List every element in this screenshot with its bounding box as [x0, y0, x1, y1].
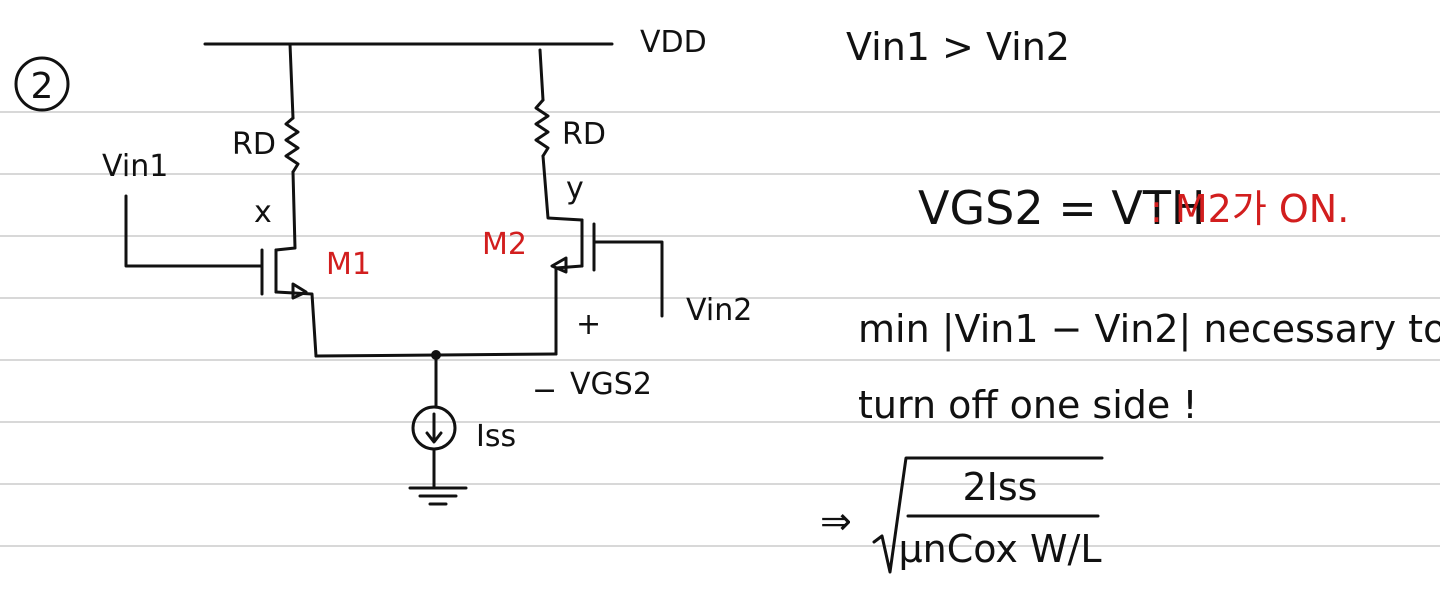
node-x-label: x — [254, 195, 272, 230]
iss-label: Iss — [476, 419, 516, 454]
fraction-denominator: μnCox W/L — [899, 527, 1102, 571]
resistor-right — [534, 98, 550, 158]
node-y-label: y — [566, 171, 584, 206]
m1-source-wire — [274, 290, 318, 358]
vgs-minus-sign: − — [532, 373, 557, 408]
right-drain-wire — [541, 154, 584, 222]
note-line-2: turn off one side ! — [858, 383, 1198, 427]
note-line-1: min |Vin1 − Vin2| necessary to — [858, 307, 1440, 352]
left-supply-wire — [288, 42, 295, 120]
vin1-gate-wire — [124, 194, 264, 268]
implies-arrow: ⇒ — [820, 499, 852, 543]
sqrt-sign — [872, 456, 1104, 574]
vgs-comment: : M2가 ON. — [1150, 187, 1349, 231]
current-source-arrow-head — [425, 431, 443, 444]
m1-label: M1 — [326, 247, 371, 282]
vin2-gate-wire — [592, 240, 664, 318]
problem-number-circle — [14, 56, 70, 112]
vin1-label: Vin1 — [102, 149, 168, 184]
vgs2-label: VGS2 — [570, 367, 652, 402]
ruled-lines — [0, 111, 1440, 547]
problem-number: 2 — [31, 66, 54, 107]
vin2-label: Vin2 — [686, 293, 752, 328]
vgs-equation: VGS2 = VTH — [918, 181, 1206, 235]
rd-right-label: RD — [562, 117, 606, 152]
left-drain-wire — [274, 170, 297, 252]
rd-left-label: RD — [232, 127, 276, 162]
right-supply-wire — [538, 48, 545, 102]
m2-source-arrow — [550, 256, 568, 274]
vgs-plus-sign: + — [576, 307, 601, 342]
vdd-label: VDD — [640, 25, 707, 60]
resistor-left — [284, 116, 300, 174]
m2-label: M2 — [482, 227, 527, 262]
fraction-numerator: 2Iss — [963, 465, 1038, 509]
condition-note: Vin1 > Vin2 — [846, 25, 1070, 69]
m1-source-arrow — [291, 282, 308, 300]
differential-pair-circuit — [124, 42, 664, 506]
